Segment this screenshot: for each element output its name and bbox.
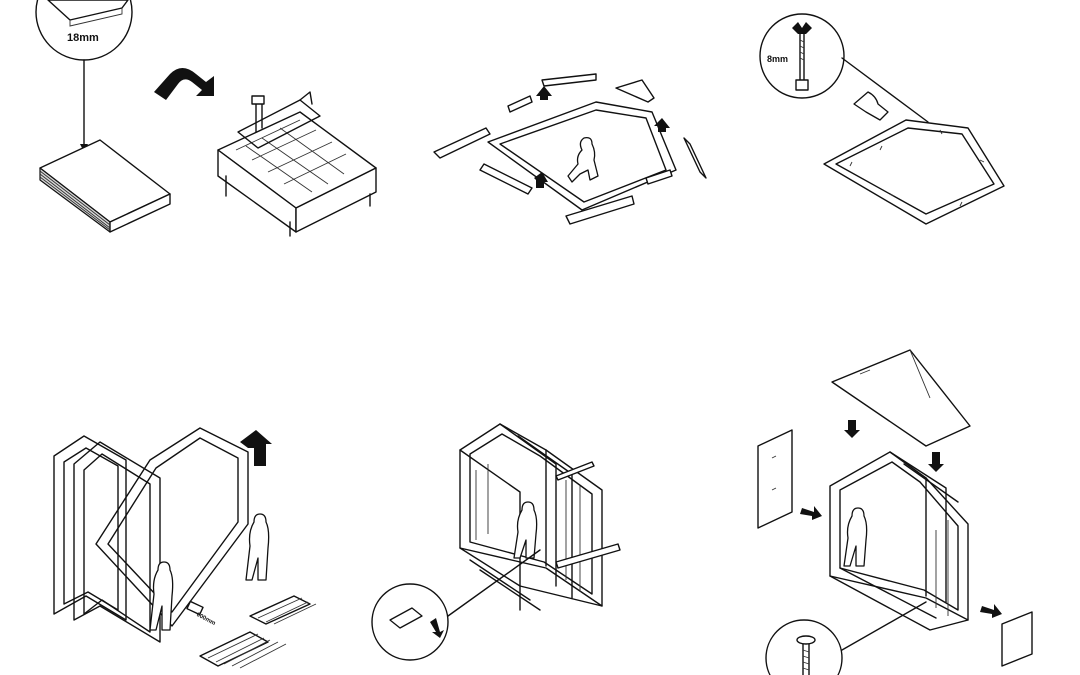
- down-arrow-icon: [844, 420, 860, 438]
- step-2-drawing: [433, 73, 707, 225]
- arrow-icon: [800, 506, 822, 520]
- frame-piece: [683, 137, 707, 179]
- hand-tool-icon: [853, 91, 889, 121]
- worker-figure-icon: [149, 561, 174, 631]
- part-bundle: [199, 631, 269, 667]
- bolt-size-label: 8mm: [767, 54, 789, 64]
- pentagon-frame-outer: [487, 101, 677, 211]
- step-6-drawing: [757, 349, 1033, 675]
- frame-piece: [433, 127, 491, 159]
- callout-leader: [841, 57, 929, 123]
- side-panel: [757, 429, 793, 529]
- frame-piece: [479, 163, 533, 195]
- lift-arrow-icon: [240, 430, 272, 466]
- raised-frame-back: [53, 435, 127, 621]
- raised-frame-middle: [73, 441, 161, 643]
- wing-nut-icon: [792, 22, 812, 34]
- step-4-raising-frames: 600mm: [40, 420, 350, 670]
- worker-figure-icon: [245, 513, 270, 581]
- frame-piece: [507, 95, 533, 113]
- step-5-connecting: [370, 410, 640, 675]
- step-4-drawing: [53, 427, 317, 669]
- worker-figure-icon: [513, 501, 538, 559]
- thickness-label: 18mm: [67, 32, 99, 44]
- arrow-icon: [534, 172, 548, 188]
- pentagon-frame-inner: [835, 127, 995, 215]
- step-2-floor-frame: [420, 60, 720, 240]
- process-arrow-icon: [154, 68, 214, 100]
- side-panel: [1001, 611, 1033, 667]
- worker-figure-icon: [567, 136, 599, 183]
- step-5-drawing: [371, 423, 621, 661]
- callout-leader: [841, 601, 927, 651]
- step-1-material: 18mm: [0, 0, 380, 260]
- step-6-cladding: [740, 340, 1040, 675]
- arrow-icon: [980, 604, 1002, 618]
- callout-leader: [447, 549, 541, 617]
- frame-piece: [541, 73, 597, 87]
- worker-figure-icon: [843, 507, 868, 567]
- screw-callout-circle: [765, 619, 843, 675]
- arrow-icon: [430, 618, 444, 638]
- hand-tool-icon: [389, 607, 423, 629]
- step-3-drawing: [759, 13, 1005, 225]
- arrow-icon: [536, 86, 552, 100]
- down-arrow-icon: [928, 452, 944, 472]
- frame-piece: [615, 79, 655, 103]
- tilting-frame: [95, 427, 249, 627]
- bolt-callout-circle: [759, 13, 845, 99]
- step-3-bolting: 8mm: [759, 0, 1060, 260]
- screw-icon: [796, 635, 816, 645]
- step-1-drawing: [35, 0, 377, 237]
- pentagon-frame-outer: [823, 119, 1005, 225]
- cnc-gantry: [237, 99, 321, 149]
- roof-panel: [831, 349, 971, 447]
- frame-piece: [645, 169, 673, 185]
- arrow-icon: [654, 118, 670, 132]
- frame-piece: [565, 195, 635, 225]
- pentagon-frame-inner: [499, 109, 667, 203]
